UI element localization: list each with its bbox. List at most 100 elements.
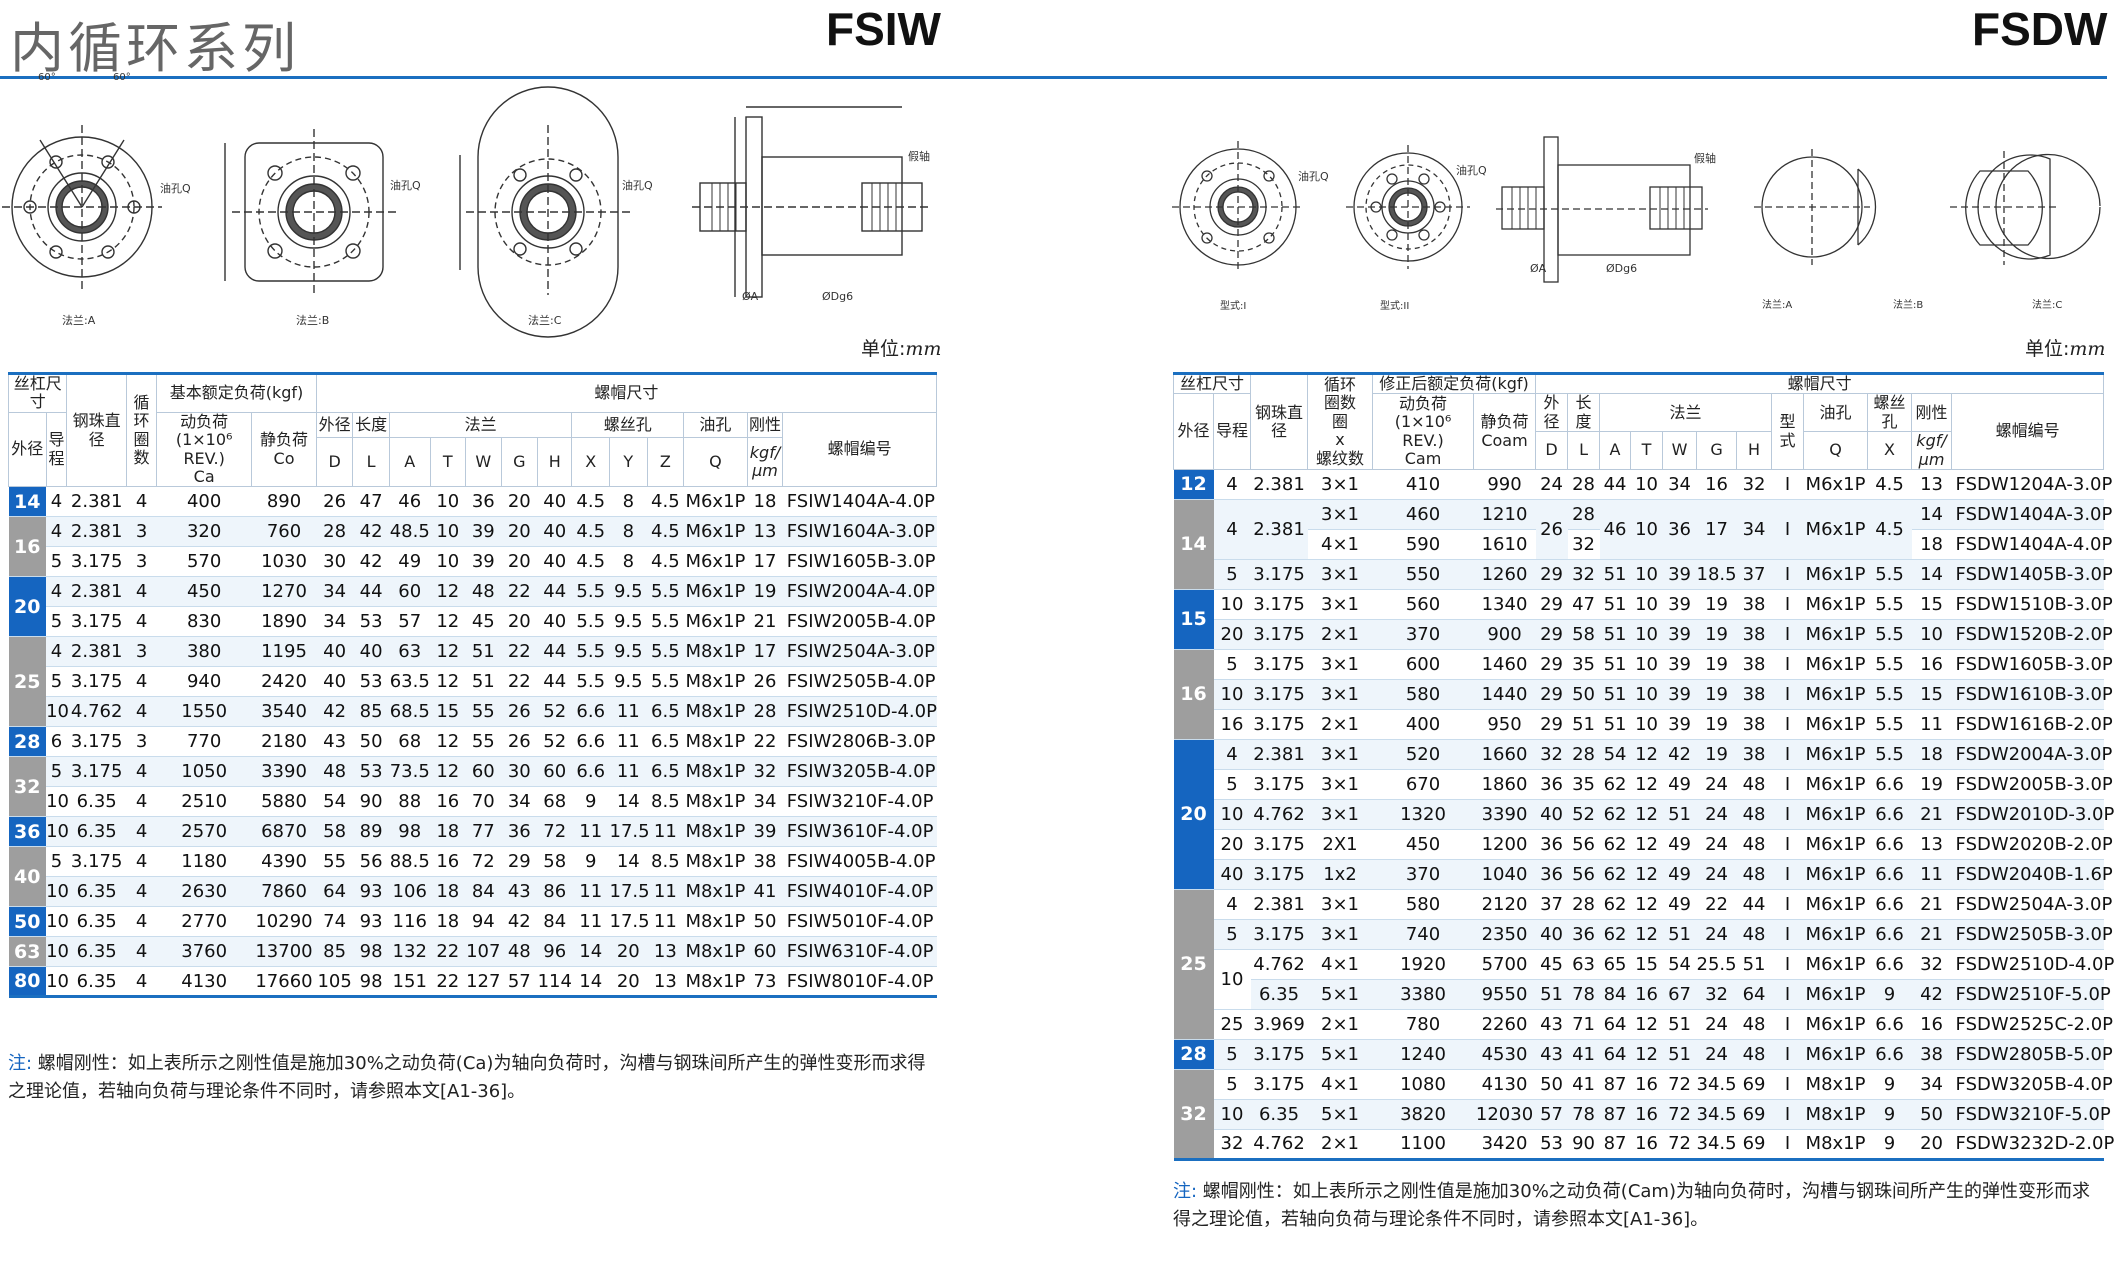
table-cell: 132: [389, 936, 431, 968]
table-cell: 1195: [251, 636, 317, 668]
table-cell: 17.5: [609, 816, 650, 848]
table-cell: 320: [156, 516, 252, 548]
table-cell: 1890: [251, 606, 317, 638]
table-cell: 17: [747, 546, 783, 578]
table-cell: 3×1: [1307, 649, 1373, 680]
table-cell: 20: [501, 606, 538, 638]
table-cell: 60: [537, 756, 572, 788]
table-cell: 56: [1567, 829, 1600, 860]
table-cell: 12: [430, 666, 466, 698]
table-cell: M6x1P: [1803, 979, 1868, 1010]
table-cell: 2.381: [66, 486, 127, 518]
table-cell: 90: [352, 786, 390, 818]
table-cell: 11: [609, 726, 648, 758]
col-rigidity: 刚性: [746, 411, 784, 439]
table-cell: 900: [1473, 619, 1536, 650]
table-cell: 85: [352, 696, 390, 728]
table-cell: 56: [352, 846, 390, 878]
table-cell: M8x1P: [683, 966, 748, 998]
table-cell: M8x1P: [1803, 1099, 1868, 1130]
table-cell: 51: [1662, 1009, 1697, 1040]
table-cell: 96: [537, 936, 572, 968]
table-cell: 2180: [251, 726, 317, 758]
table-cell: I: [1771, 1039, 1804, 1070]
table-cell: 4: [126, 906, 157, 938]
table-cell: 50: [1535, 1069, 1568, 1100]
nut-code-cell: FSIW2505B-4.0P: [782, 666, 937, 698]
table-cell: M8x1P: [683, 726, 748, 758]
nut-code-cell: FSDW2510F-5.0P: [1951, 979, 2111, 1010]
table-cell: 10: [1630, 709, 1663, 740]
table-cell: 11: [571, 876, 610, 908]
table-cell: 68.5: [389, 696, 431, 728]
table-cell: 40: [1535, 919, 1568, 950]
table-cell: 69: [1736, 1129, 1772, 1160]
nut-code-cell: FSDW1510B-3.0P: [1951, 589, 2113, 620]
table-cell: 4: [46, 576, 67, 608]
table-cell: 98: [352, 966, 390, 998]
table-cell: 38: [1736, 679, 1772, 710]
table-cell: 98: [389, 816, 431, 848]
table-cell: 6.35: [1250, 1099, 1308, 1130]
table-cell: 12: [1630, 799, 1663, 830]
table-cell: 5: [46, 546, 67, 578]
table-cell: 41: [1567, 1069, 1600, 1100]
table-cell: 2×1: [1307, 1129, 1373, 1160]
table-cell: 52: [1567, 799, 1600, 830]
table-cell: 2×1: [1307, 709, 1373, 740]
table-cell: 16: [430, 786, 466, 818]
table-cell: 18: [747, 486, 783, 518]
table-cell: M8x1P: [683, 816, 748, 848]
table-cell: 62: [1599, 889, 1631, 920]
table-cell: 16: [1630, 1129, 1663, 1160]
table-cell: 9: [571, 846, 610, 878]
table-cell: 1x2: [1307, 859, 1373, 890]
nut-code-cell: FSDW1616B-2.0P: [1951, 709, 2113, 740]
table-cell: 5.5: [571, 606, 610, 638]
nut-code-cell: FSDW2040B-1.6P: [1951, 859, 2113, 890]
table-cell: 69: [1736, 1099, 1772, 1130]
table-cell: 3380: [1372, 979, 1474, 1010]
table-cell: 990: [1473, 469, 1536, 500]
table-cell: 51: [1662, 919, 1697, 950]
fsdw-spec-table: 丝杠尺寸 钢珠直径 循环 圈数 圈 x 螺纹数 修正后额定负荷(kgf) 螺帽尺…: [1172, 371, 2114, 1161]
table-cell: 400: [156, 486, 252, 518]
table-cell: 28: [1567, 889, 1600, 920]
table-cell: 4.762: [66, 696, 127, 728]
table-cell: I: [1771, 949, 1804, 980]
table-cell: 28: [1567, 739, 1600, 770]
table-cell: 21: [1911, 889, 1952, 920]
nut-code-cell: FSDW1204A-3.0P: [1951, 469, 2112, 500]
table-cell: M8x1P: [683, 906, 748, 938]
table-cell: 2350: [1473, 919, 1536, 950]
table-cell: 86: [537, 876, 572, 908]
screw-od-group: 25: [1173, 889, 1214, 1040]
table-cell: 5: [1213, 1069, 1251, 1100]
table-cell: 3×1: [1307, 739, 1373, 770]
table-cell: 10: [1630, 589, 1663, 620]
table-cell: 22: [430, 966, 466, 998]
table-cell: 12: [430, 606, 466, 638]
table-cell: 19: [1696, 649, 1737, 680]
angle-60-label: 60°: [113, 72, 131, 83]
table-cell: 18: [430, 816, 466, 848]
table-cell: 48: [1736, 769, 1772, 800]
table-cell: M6x1P: [1803, 1009, 1868, 1040]
table-cell: 5: [1213, 1039, 1251, 1070]
table-cell: 4.762: [1250, 1129, 1308, 1160]
table-cell: 14: [571, 966, 610, 998]
nut-code-cell: FSIW8010F-4.0P: [782, 966, 937, 998]
table-cell: 6.6: [571, 726, 610, 758]
table-cell: 570: [156, 546, 252, 578]
table-cell: 3.175: [1250, 859, 1308, 890]
table-cell: 5.5: [571, 636, 610, 668]
table-cell: 36: [1662, 499, 1697, 560]
table-cell: M6x1P: [1803, 799, 1868, 830]
